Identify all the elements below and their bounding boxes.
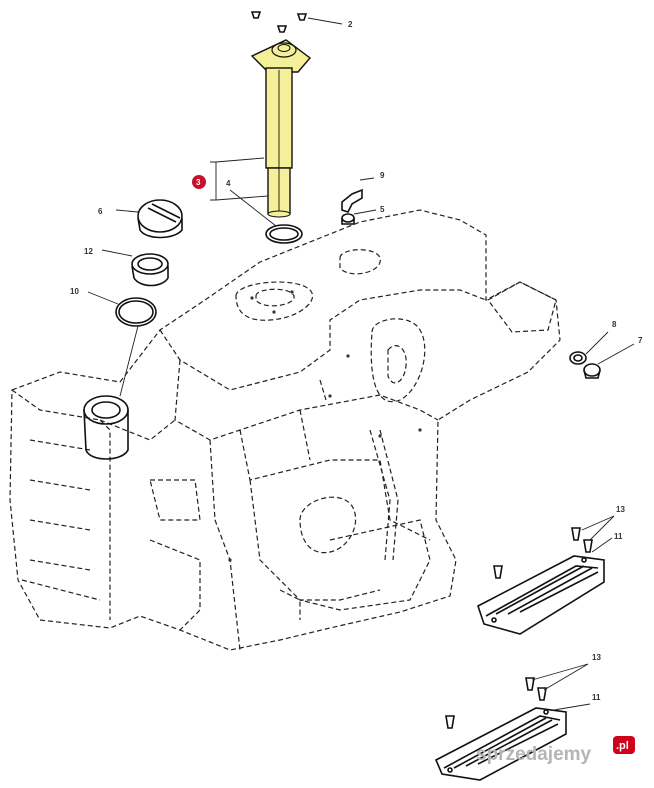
fuel-tank-body xyxy=(9,209,561,651)
callout-13-upper: 13 xyxy=(616,505,625,514)
watermark-badge xyxy=(613,736,635,754)
part-9-elbow-fitting xyxy=(341,188,363,213)
watermark-text: sprzedajemy xyxy=(476,744,592,765)
callout-12: 12 xyxy=(84,247,93,256)
part-12-neck-adapter xyxy=(131,253,169,287)
callout-labels: 2 3 4 5 6 7 8 9 10 11 11 12 13 13 xyxy=(70,20,643,702)
part-6-tank-cap xyxy=(137,199,183,239)
filler-neck xyxy=(83,395,129,460)
callout-13-lower: 13 xyxy=(592,653,601,662)
watermark: sprzedajemy .pl xyxy=(476,736,635,765)
part-5-nut xyxy=(341,213,355,225)
watermark-suffix: .pl xyxy=(616,740,629,752)
part-11-step-lower xyxy=(434,707,567,781)
callout-3-marker xyxy=(192,175,206,189)
part-10-o-ring xyxy=(115,297,157,327)
callout-6: 6 xyxy=(98,207,103,216)
part-13-bolts xyxy=(445,527,593,729)
callout-3: 3 xyxy=(196,178,201,187)
part-3-sender-unit xyxy=(250,39,312,218)
callout-11-upper: 11 xyxy=(614,532,623,541)
callout-8: 8 xyxy=(612,320,617,329)
leader-lines xyxy=(87,17,635,711)
part-7-drain-plug xyxy=(583,363,601,379)
callout-5: 5 xyxy=(380,205,385,214)
part-4-seal-ring xyxy=(265,224,303,244)
part-8-washer xyxy=(569,351,587,365)
callout-7: 7 xyxy=(638,336,643,345)
callout-10: 10 xyxy=(70,287,79,296)
callout-4: 4 xyxy=(226,179,231,188)
part-11-step-upper xyxy=(477,555,605,635)
part-2-screws xyxy=(250,11,308,33)
callout-2: 2 xyxy=(348,20,353,29)
callout-9: 9 xyxy=(380,171,385,180)
callout-11-lower: 11 xyxy=(592,693,601,702)
